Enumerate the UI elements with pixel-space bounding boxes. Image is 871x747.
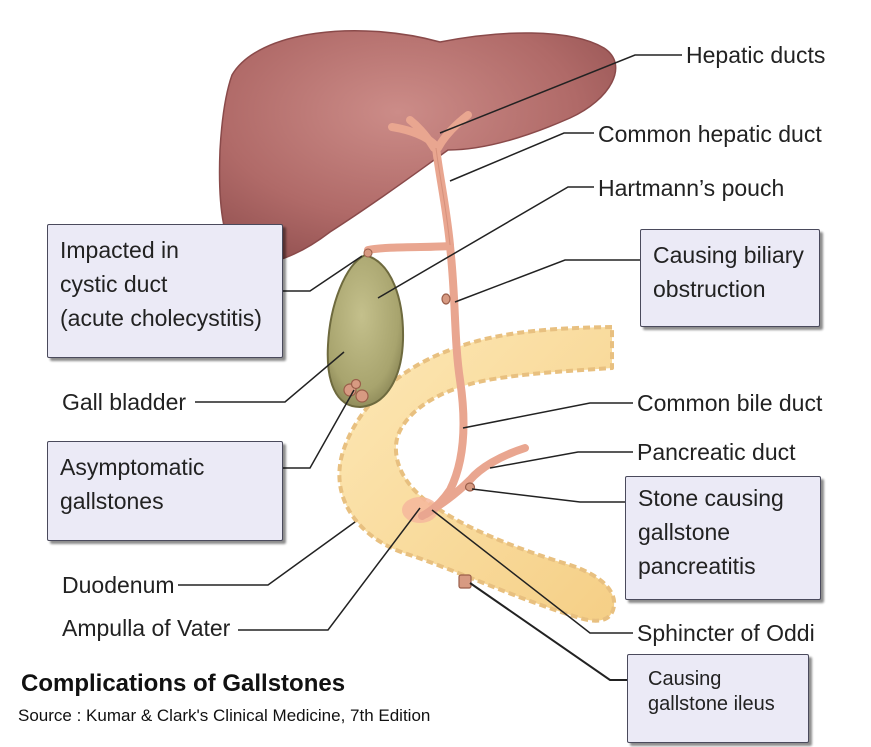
callout-line: Causing biliary xyxy=(653,242,804,268)
gall-bladder xyxy=(326,253,405,409)
callout-line: Asymptomatic xyxy=(60,454,205,480)
label-ampulla-of-vater: Ampulla of Vater xyxy=(62,615,231,641)
callout-line: Impacted in xyxy=(60,237,179,263)
callout-biliary-obstruction: Causing biliary obstruction xyxy=(640,229,820,327)
label-hartmanns-pouch: Hartmann’s pouch xyxy=(598,175,785,201)
callout-line: (acute cholecystitis) xyxy=(60,305,262,331)
duodenum xyxy=(337,325,617,623)
callout-line: obstruction xyxy=(653,276,766,302)
callout-line: gallstones xyxy=(60,488,164,514)
callout-line: gallstone xyxy=(638,519,731,545)
label-common-bile-duct: Common bile duct xyxy=(637,390,823,416)
callout-gallstone-ileus: Causing gallstone ileus xyxy=(627,654,809,743)
callout-line: Stone causing xyxy=(638,485,784,511)
label-sphincter-of-oddi: Sphincter of Oddi xyxy=(637,620,815,646)
figure-title: Complications of Gallstones xyxy=(21,670,346,697)
label-duodenum: Duodenum xyxy=(62,572,175,598)
callout-gallstone-pancreatitis: Stone causing gallstone pancreatitis xyxy=(625,476,821,600)
callout-line: gallstone ileus xyxy=(648,693,775,715)
figure-source: Source : Kumar & Clark's Clinical Medici… xyxy=(18,706,431,725)
callout-line: cystic duct xyxy=(60,271,168,297)
label-common-hepatic-duct: Common hepatic duct xyxy=(598,121,822,147)
callout-line: pancreatitis xyxy=(638,553,756,579)
label-pancreatic-duct: Pancreatic duct xyxy=(637,439,796,465)
cystic-duct-stone xyxy=(363,248,373,258)
callout-asymptomatic-gallstones: Asymptomatic gallstones xyxy=(47,441,283,541)
callout-line: Causing xyxy=(648,668,722,690)
label-hepatic-ducts: Hepatic ducts xyxy=(686,42,826,68)
callout-impacted-cystic-duct: Impacted in cystic duct (acute cholecyst… xyxy=(47,224,283,358)
label-gall-bladder: Gall bladder xyxy=(62,389,187,415)
